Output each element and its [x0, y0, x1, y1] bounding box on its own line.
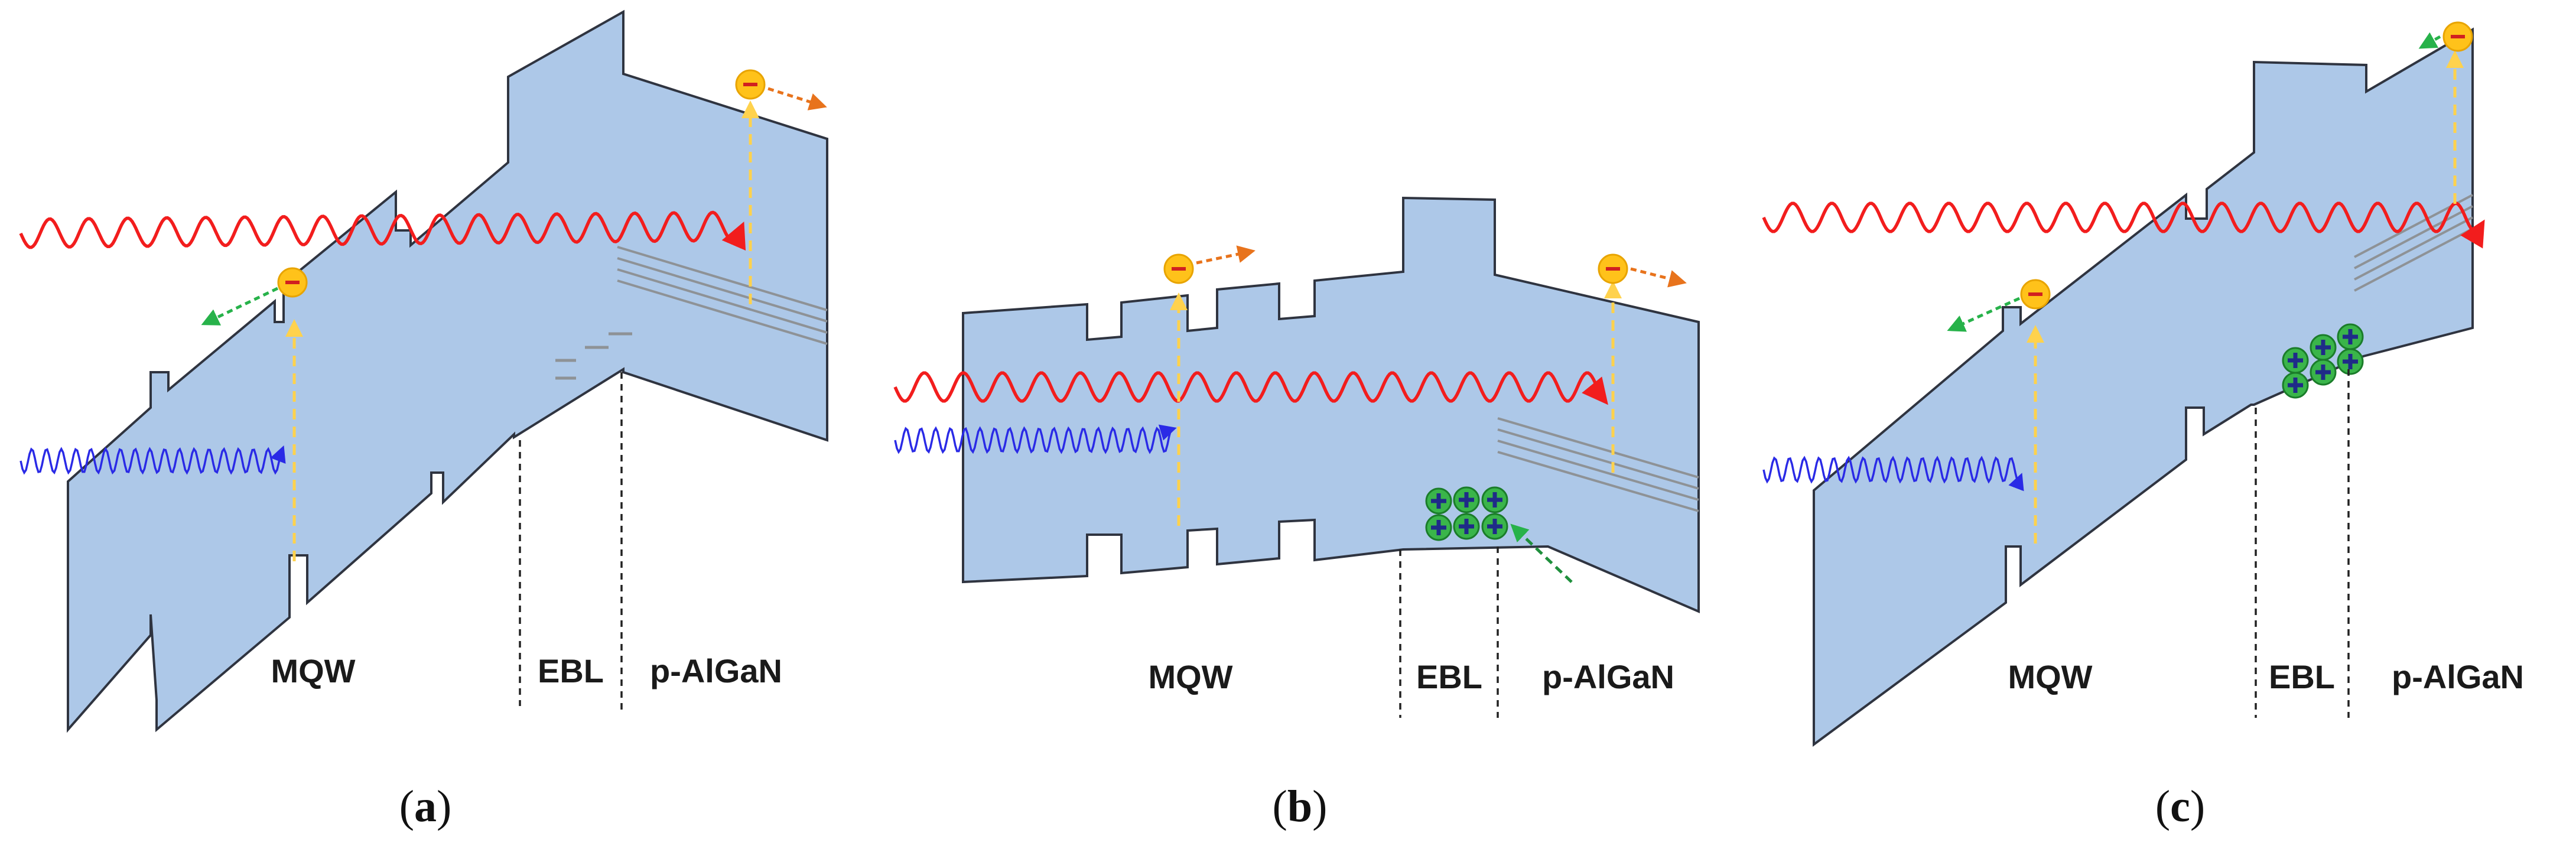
- hole-icon: [2310, 359, 2337, 386]
- hole-icon: [2337, 323, 2364, 350]
- mqw-label-b: MQW: [1148, 658, 1232, 695]
- escape-arrow-c1: [1947, 297, 2021, 332]
- electron-icon: [277, 267, 308, 298]
- hole-icon: [1425, 514, 1452, 541]
- hole-icon: [2310, 334, 2337, 361]
- electron-icon: [2020, 279, 2051, 310]
- electron-icon: [1163, 253, 1194, 284]
- electron-icon: [1598, 253, 1628, 284]
- mqw-label-c: MQW: [2008, 658, 2092, 695]
- ebl-label-a: EBL: [538, 652, 604, 689]
- panel-c: MQW EBL p-AlGaN (c): [1762, 21, 2524, 831]
- panel-b: MQW EBL p-AlGaN (b): [893, 196, 1700, 831]
- energy-band-b: [962, 196, 1700, 614]
- hole-icon: [1481, 486, 1508, 513]
- trap-dashes-a: [555, 332, 632, 380]
- hole-icon: [2282, 347, 2309, 374]
- hole-icon: [1453, 486, 1480, 513]
- blue-photon-wave-b: [894, 424, 1177, 454]
- escape-arrow-b2: [1630, 267, 1687, 288]
- caption-b: (b): [1273, 782, 1328, 831]
- escape-arrow-a1: [201, 287, 279, 326]
- hole-cluster-b: [1425, 486, 1508, 541]
- red-photon-wave-b: [893, 371, 1608, 405]
- red-photon-wave-a: [19, 210, 746, 251]
- red-photon-wave-c: [1762, 201, 2485, 249]
- escape-arrow-b1: [1196, 245, 1256, 265]
- electron-icon: [2442, 21, 2473, 52]
- defect-levels-a: [617, 246, 828, 345]
- energy-band-a: [67, 9, 828, 733]
- defect-levels-b: [1497, 417, 1699, 512]
- escape-arrow-a2: [767, 87, 827, 110]
- escape-arrow-c2: [2418, 32, 2441, 49]
- panel-a: MQW EBL p-AlGaN (a): [19, 9, 828, 831]
- p-algan-label-c: p-AlGaN: [2392, 658, 2524, 695]
- p-algan-label-b: p-AlGaN: [1542, 658, 1674, 695]
- blue-photon-wave-c: [1762, 456, 2024, 492]
- ebl-label-c: EBL: [2269, 658, 2335, 695]
- hole-icon: [1481, 513, 1508, 540]
- energy-band-c: [1813, 27, 2474, 747]
- hole-icon: [1453, 513, 1480, 540]
- caption-c: (c): [2155, 782, 2205, 831]
- ebl-label-b: EBL: [1416, 658, 1482, 695]
- p-algan-label-a: p-AlGaN: [650, 652, 782, 689]
- caption-a: (a): [399, 782, 452, 831]
- electron-icon: [735, 69, 766, 100]
- blue-photon-wave-a: [19, 445, 286, 475]
- hole-icon: [2337, 348, 2364, 375]
- hole-icon: [1425, 487, 1452, 515]
- hole-icon: [2282, 372, 2309, 399]
- hole-cluster-c: [2282, 323, 2364, 399]
- mqw-label-a: MQW: [271, 652, 355, 689]
